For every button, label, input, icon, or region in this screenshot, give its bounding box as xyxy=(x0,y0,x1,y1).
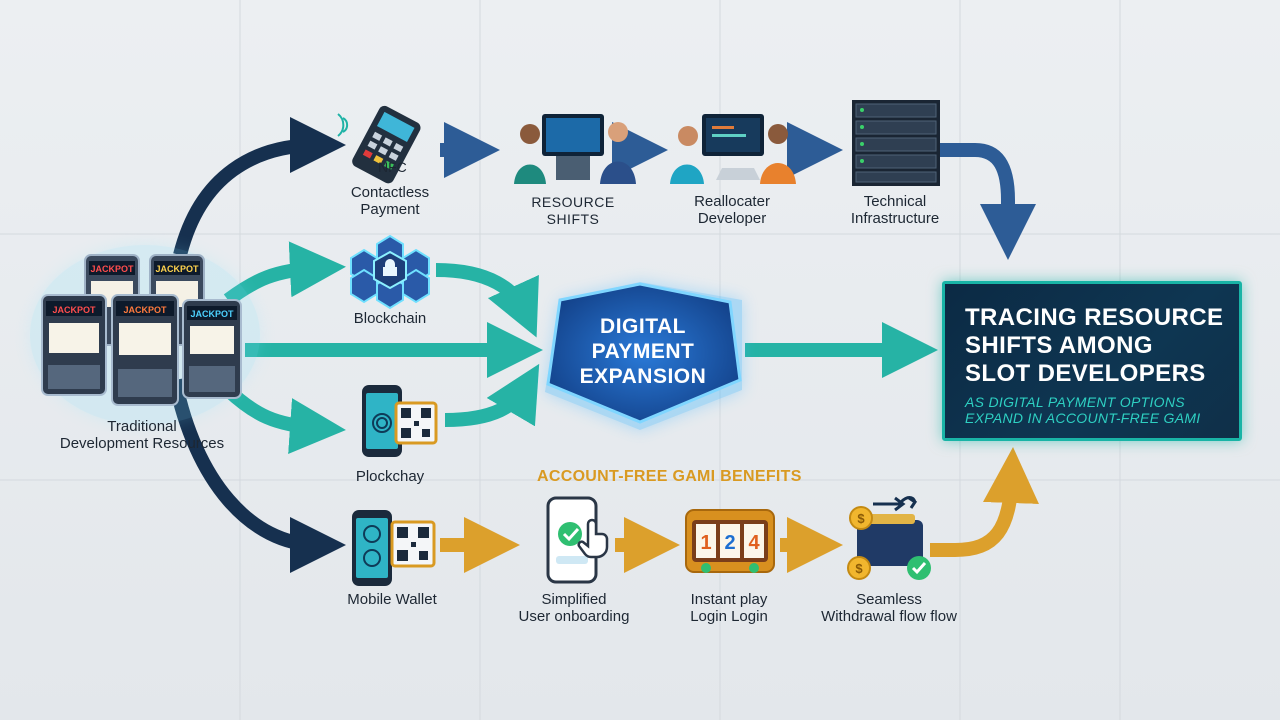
hub-line: DIGITAL xyxy=(600,315,686,338)
mobile-wallet-label: Mobile Wallet xyxy=(347,591,436,608)
label-line: SHIFTS xyxy=(546,211,600,227)
label-line: Reallocater xyxy=(694,193,770,210)
hub-node: DIGITAL PAYMENT EXPANSION xyxy=(543,288,743,428)
svg-text:$: $ xyxy=(855,561,863,576)
nfc-terminal-icon xyxy=(337,105,421,184)
title-line: SLOT DEVELOPERS xyxy=(965,360,1206,387)
blockchain-hexagon-icon xyxy=(350,234,430,310)
wallet-coins-icon: $ $ xyxy=(847,496,931,580)
reel-digit: 4 xyxy=(748,532,760,554)
label-line: Infrastructure xyxy=(850,210,940,227)
label-line: Login Login xyxy=(690,608,768,625)
arrow-source-to-plockchay xyxy=(223,384,346,454)
reel-digit: 1 xyxy=(700,532,711,554)
arrow-infra-to-title xyxy=(940,143,1036,260)
arrow-plockchay-to-hub xyxy=(444,363,540,427)
machine-tag: JACKPOT xyxy=(190,309,234,319)
team-at-screens-icon xyxy=(514,114,636,184)
benefits-heading: ACCOUNT-FREE GAMI BENEFITS xyxy=(537,468,802,485)
label-line: Contactless xyxy=(350,184,430,201)
title-line: TRACING RESOURCE xyxy=(965,304,1224,331)
source-label: Traditional Development Resources xyxy=(60,418,224,452)
hub-line: EXPANSION xyxy=(579,365,707,388)
mobile-wallet-qr-icon xyxy=(352,510,436,586)
machine-tag: JACKPOT xyxy=(90,264,134,274)
label-line: Simplified xyxy=(541,591,607,608)
phone-fingerprint-qr-icon xyxy=(362,385,438,457)
title-panel: TRACING RESOURCE SHIFTS AMONG SLOT DEVEL… xyxy=(942,281,1242,441)
arrow-blockchain-to-hub xyxy=(435,263,539,338)
reel-digit: 2 xyxy=(724,532,735,554)
phone-tap-check-icon xyxy=(546,496,609,584)
server-rack-icon xyxy=(852,100,940,186)
title-line: SHIFTS AMONG xyxy=(965,332,1153,359)
label-line: Developer xyxy=(697,210,767,227)
label-line: Instant play xyxy=(690,591,768,608)
arrow-source-to-contactless xyxy=(173,117,346,257)
nfc-tag: NFC xyxy=(378,159,407,175)
blockchain-label: Blockchain xyxy=(353,310,427,327)
svg-text:$: $ xyxy=(857,511,865,526)
slot-machine-cluster-icon: JACKPOT JACKPOT JACKPOT JACKPOT J xyxy=(30,245,260,425)
label-line: Seamless xyxy=(856,591,922,608)
hub-line: PAYMENT xyxy=(591,340,695,363)
hub-title: DIGITAL PAYMENT EXPANSION xyxy=(543,314,743,389)
reallocater-label: Reallocater Developer xyxy=(694,193,770,227)
source-label-line: Traditional xyxy=(107,418,177,435)
glowing-hub-diamond xyxy=(545,282,742,430)
plockchay-label: Plockchay xyxy=(355,468,425,485)
arrow-seamless-to-title xyxy=(930,447,1039,557)
label-line: Technical xyxy=(863,193,927,210)
instant-label: Instant play Login Login xyxy=(690,591,768,625)
diagram-title: TRACING RESOURCE SHIFTS AMONG SLOT DEVEL… xyxy=(965,304,1235,388)
subtitle-line: AS DIGITAL PAYMENT OPTIONS xyxy=(965,394,1185,410)
subtitle-line: EXPAND IN ACCOUNT-FREE GAMI xyxy=(965,410,1201,426)
arrows xyxy=(168,117,1039,573)
machine-tag: JACKPOT xyxy=(52,305,96,315)
source-label-line: Development Resources xyxy=(59,435,225,452)
developers-laptop-icon xyxy=(670,114,796,184)
machine-tag: JACKPOT xyxy=(155,264,199,274)
machine-tag: JACKPOT xyxy=(123,305,167,315)
label-line: Mobile Wallet xyxy=(347,591,437,608)
diagram-subtitle: AS DIGITAL PAYMENT OPTIONS EXPAND IN ACC… xyxy=(965,394,1235,426)
contactless-label: Contactless Payment xyxy=(351,184,429,218)
resource-shifts-label: RESOURCE SHIFTS xyxy=(531,194,614,228)
simplified-label: Simplified User onboarding xyxy=(519,591,630,625)
label-line: Withdrawal flow flow xyxy=(821,608,957,625)
label-line: User onboarding xyxy=(518,608,630,625)
tech-infra-label: Technical Infrastructure xyxy=(851,193,939,227)
slot-reels-icon: 1 2 4 xyxy=(685,509,775,573)
label-line: Payment xyxy=(360,201,420,218)
label-line: RESOURCE xyxy=(531,194,615,210)
seamless-label: Seamless Withdrawal flow flow xyxy=(821,591,957,625)
